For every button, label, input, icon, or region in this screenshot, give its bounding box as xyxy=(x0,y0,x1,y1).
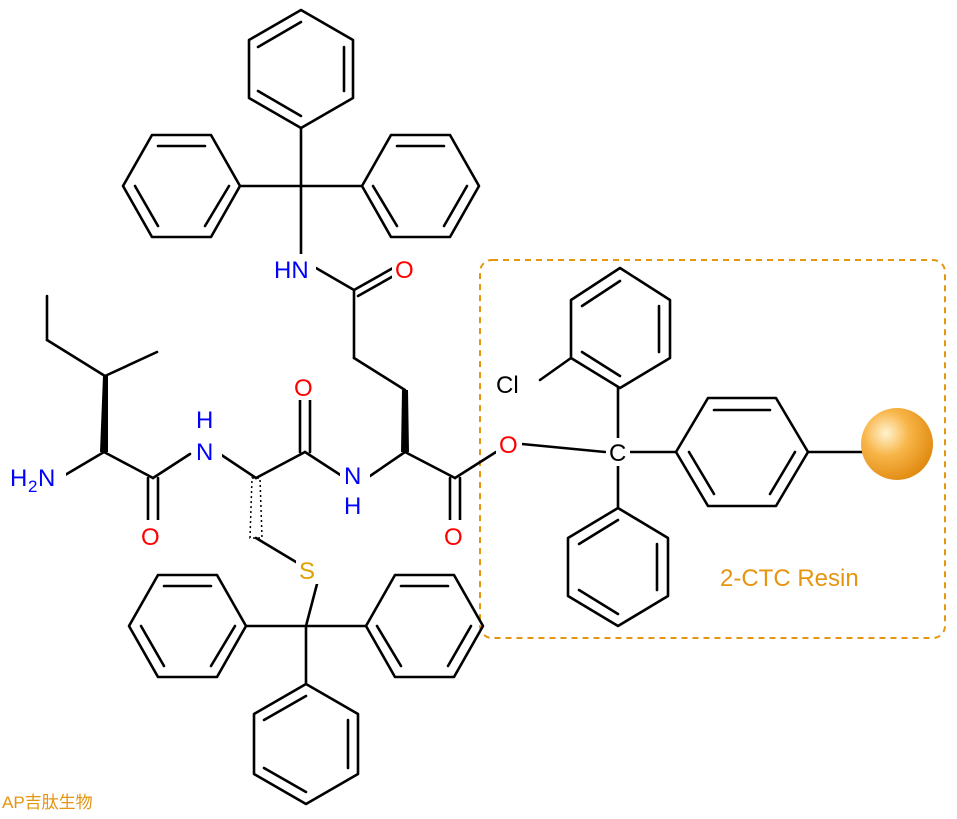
amine-h-label: H xyxy=(10,465,27,492)
amide2-n-label: N xyxy=(344,463,361,490)
amide1-h-label: H xyxy=(196,407,213,434)
phenyl-ring-left-top xyxy=(121,133,242,239)
amide2-h-label: H xyxy=(344,493,361,520)
phenyl-ring-bottom xyxy=(252,682,360,806)
chlorine-label: Cl xyxy=(496,372,519,399)
chlorophenyl-ring xyxy=(569,266,672,390)
ester-o-label: O xyxy=(499,432,518,459)
amide1-n-label: N xyxy=(196,439,213,466)
resin-label: 2-CTC Resin xyxy=(720,565,859,592)
wedge-bond-ile xyxy=(100,376,108,452)
atom-labels: H 2 N H N O O N H O O S HN O Cl C xyxy=(8,254,630,585)
watermark-logo: AP吉肽生物 xyxy=(2,793,93,812)
trityl-carbon-label: C xyxy=(609,440,626,467)
side-chain-o-label: O xyxy=(395,257,414,284)
phenyl-ring-left-bottom xyxy=(127,573,248,679)
carbonyl-o-ile-label: O xyxy=(141,524,160,551)
carbonyl-o-gln-label: O xyxy=(444,524,463,551)
bond-network xyxy=(45,126,864,686)
phenyl-ring-right-bottom xyxy=(364,573,485,679)
phenyl-ring-top xyxy=(247,8,355,130)
sulfur-label: S xyxy=(299,558,315,585)
phenylene-ring-resin xyxy=(674,396,810,508)
carbonyl-o-cys-label: O xyxy=(294,375,313,402)
resin-box xyxy=(479,259,946,639)
phenyl-ring-right-top xyxy=(360,133,481,239)
hash-bond-cys xyxy=(249,477,263,539)
wedge-bond-gln xyxy=(401,390,409,452)
amine-n-label: N xyxy=(38,465,55,492)
resin-bead xyxy=(861,408,933,480)
phenyl-ring-ctc-bottom xyxy=(566,506,670,628)
amine-subscript-label: 2 xyxy=(28,477,37,496)
side-chain-hn-label: HN xyxy=(274,257,309,284)
